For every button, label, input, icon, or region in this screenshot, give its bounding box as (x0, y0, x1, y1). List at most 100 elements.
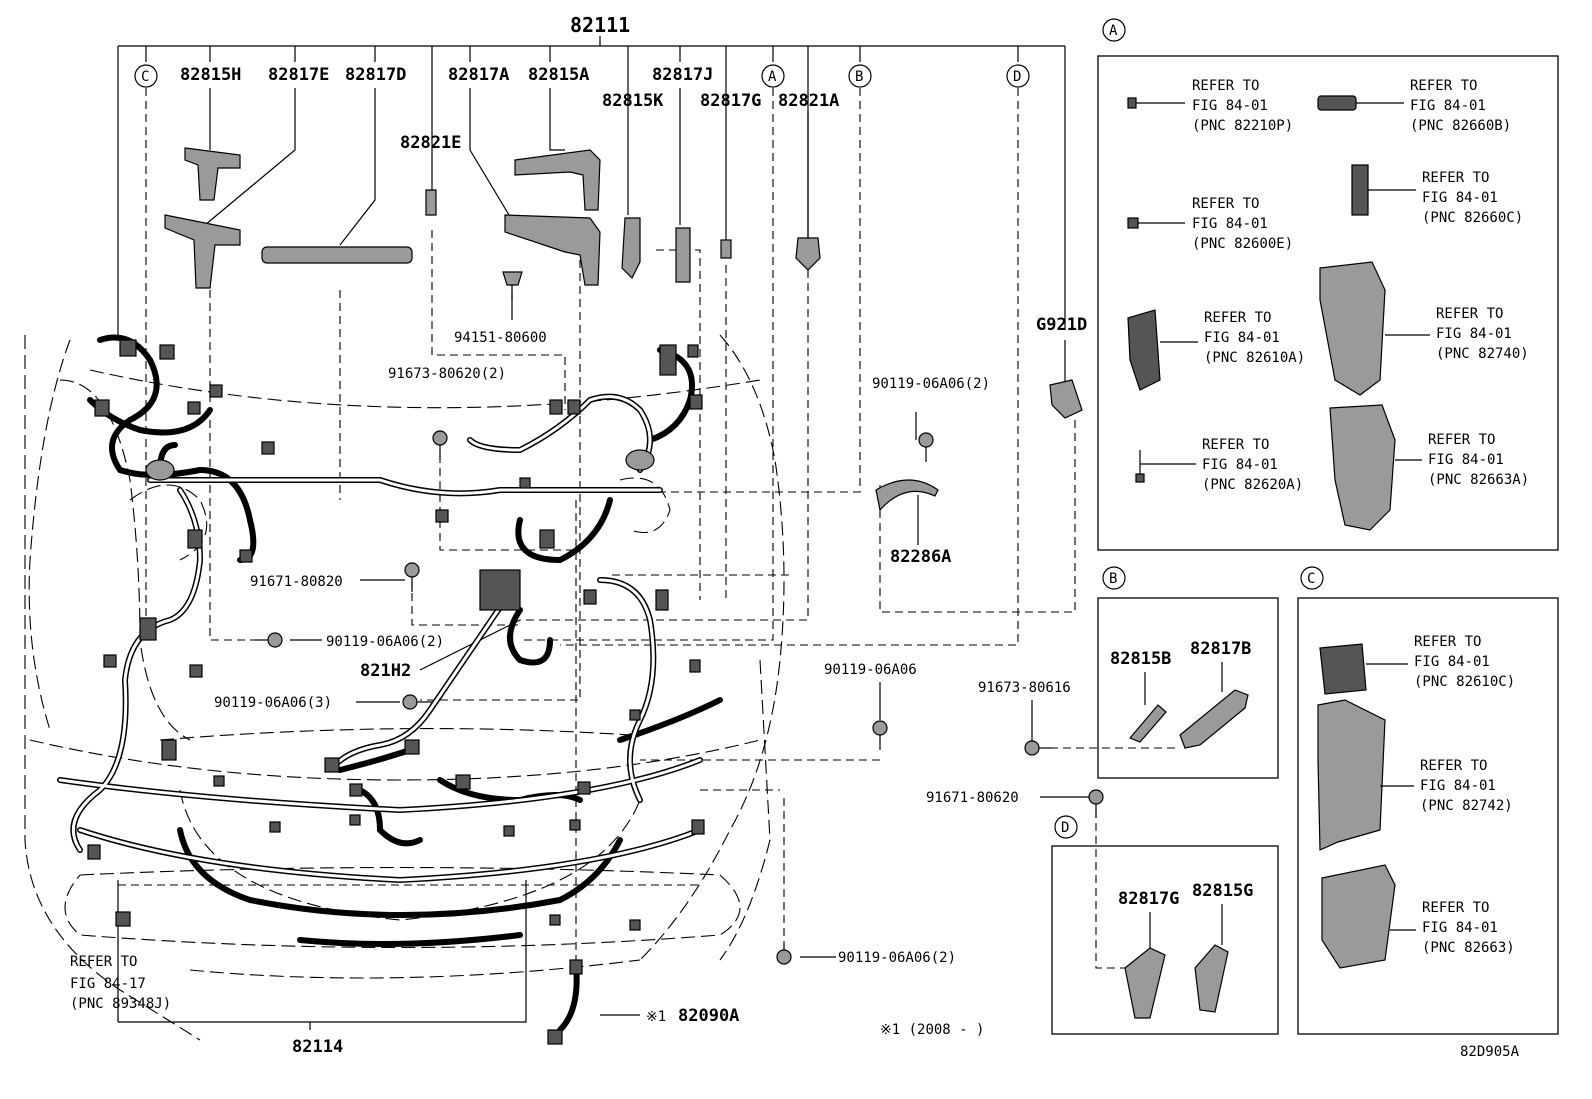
panel-C-ref1-l2: FIG 84-01 (1420, 778, 1496, 794)
refer-bottom-line1: REFER TO (70, 954, 137, 970)
label-91671-80820: 91671-80820 (250, 574, 343, 590)
label-91673-80616: 91673-80616 (978, 680, 1071, 696)
label-90119-06A06-2-bot: 90119-06A06(2) (838, 950, 956, 966)
part-G921D (1049, 379, 1083, 419)
panel-A-ref0-l2: FIG 84-01 (1192, 98, 1268, 114)
bolt-94151-80600 (502, 271, 523, 300)
panel-C: C REFER TO FIG 84-01 (PNC 82610C) REFER … (1297, 566, 1559, 1035)
label-G921D: G921D (1036, 315, 1087, 335)
panel-A-ref6-l2: FIG 84-01 (1202, 457, 1278, 473)
panel-A-ref7-l3: (PNC 82663A) (1428, 472, 1529, 488)
part-82817G (720, 239, 732, 259)
panel-D: D 82817G 82815G (1051, 815, 1279, 1035)
bolt-90119-bot (776, 945, 792, 965)
panel-A-ref6-l3: (PNC 82620A) (1202, 477, 1303, 493)
panel-A-ref3-l1: REFER TO (1422, 170, 1489, 186)
callout-A-main: A (768, 69, 777, 85)
panel-A-ref7-l2: FIG 84-01 (1428, 452, 1504, 468)
figure-code: 82D905A (1460, 1044, 1520, 1060)
panel-C-ref0-l1: REFER TO (1414, 634, 1481, 650)
panel-A-ref6-l1: REFER TO (1202, 437, 1269, 453)
label-91673-80620-2: 91673-80620(2) (388, 366, 506, 382)
label-82111: 82111 (570, 13, 630, 37)
panel-A-ref5-l2: FIG 84-01 (1436, 326, 1512, 342)
label-90119-06A06-2-mid: 90119-06A06(2) (326, 634, 444, 650)
part-82817A (504, 214, 601, 286)
bolt-90119-3 (402, 694, 432, 710)
part-82821A (795, 237, 821, 271)
bolt-90119-single (872, 720, 888, 750)
panel-B-82815B: 82815B (1110, 649, 1171, 669)
label-82821E: 82821E (400, 133, 461, 153)
harness-connectors (87, 339, 705, 1045)
part-82817J (675, 227, 691, 283)
label-94151-80600: 94151-80600 (454, 330, 547, 346)
panel-A-ref4-l2: FIG 84-01 (1204, 330, 1280, 346)
panel-A-ref4-l3: (PNC 82610A) (1204, 350, 1305, 366)
panel-D-82815G: 82815G (1192, 881, 1253, 901)
panel-D-title: D (1061, 820, 1069, 836)
panel-C-ref2-l1: REFER TO (1422, 900, 1489, 916)
callout-B-main: B (855, 69, 863, 85)
part-82815K (621, 217, 641, 280)
bolt-90119-top (918, 432, 934, 462)
label-82090A-mark: ※1 (646, 1009, 666, 1025)
panel-A: A REFER TO FIG 84-01 (PNC 82210P) REFER … (1097, 18, 1559, 551)
top-part-labels: 82815H 82817E 82817D 82817A 82815A 82817… (70, 65, 1520, 1060)
bolt-91673-80620 (432, 430, 448, 460)
part-82286A (875, 479, 939, 512)
panel-C-ref0-l3: (PNC 82610C) (1414, 674, 1515, 690)
part-82815A (514, 149, 601, 211)
callout-circles: C A B D (134, 64, 1030, 88)
label-82286A: 82286A (890, 547, 951, 567)
bolt-91671-80820 (404, 562, 420, 592)
panel-A-title: A (1109, 23, 1118, 39)
panel-D-82817G: 82817G (1118, 889, 1179, 909)
panel-C-ref2-l2: FIG 84-01 (1422, 920, 1498, 936)
panel-C-title: C (1307, 571, 1315, 587)
leader-lines (117, 88, 1090, 1030)
callout-C-main: C (141, 69, 149, 85)
panel-C-ref1-l3: (PNC 82742) (1420, 798, 1513, 814)
panel-A-ref3-l2: FIG 84-01 (1422, 190, 1498, 206)
dashed-connectors (118, 88, 1180, 969)
panel-A-ref0-l1: REFER TO (1192, 78, 1259, 94)
label-91671-80620: 91671-80620 (926, 790, 1019, 806)
label-90119-06A06: 90119-06A06 (824, 662, 917, 678)
part-82815H (184, 147, 241, 201)
panel-B: B 82815B 82817B (1097, 566, 1279, 779)
label-82821A: 82821A (778, 91, 839, 111)
part-82817E (164, 214, 241, 289)
label-82817A: 82817A (448, 65, 509, 85)
bolt-91671-80620 (1088, 789, 1104, 818)
panel-C-ref2-l3: (PNC 82663) (1422, 940, 1515, 956)
refer-bottom-line3: (PNC 89348J) (70, 996, 171, 1012)
callout-D-main: D (1013, 69, 1021, 85)
bolt-90119-mid (255, 632, 283, 648)
label-82815K: 82815K (602, 91, 664, 111)
refer-bottom-line2: FIG 84-17 (70, 976, 146, 992)
panel-A-ref1-l1: REFER TO (1410, 78, 1477, 94)
panel-A-ref2-l1: REFER TO (1192, 196, 1259, 212)
panel-A-ref2-l2: FIG 84-01 (1192, 216, 1268, 232)
panel-C-ref1-l1: REFER TO (1420, 758, 1487, 774)
wire-harness (57, 334, 723, 1033)
label-82817E: 82817E (268, 65, 329, 85)
main-assembly-bracket: 82111 (117, 13, 1066, 340)
vehicle-body-outline (24, 334, 785, 1041)
panel-A-ref7-l1: REFER TO (1428, 432, 1495, 448)
label-82817G-top: 82817G (700, 91, 761, 111)
panel-B-82817B: 82817B (1190, 639, 1251, 659)
panel-A-ref1-l2: FIG 84-01 (1410, 98, 1486, 114)
panel-A-ref5-l1: REFER TO (1436, 306, 1503, 322)
label-82817D: 82817D (345, 65, 406, 85)
part-82821E-stud (425, 189, 437, 216)
harness-821H2 (324, 569, 521, 773)
panel-B-title: B (1109, 571, 1117, 587)
fasteners (255, 271, 1104, 965)
label-90119-06A06-3: 90119-06A06(3) (214, 695, 332, 711)
label-82090A: 82090A (678, 1006, 739, 1026)
panel-C-ref0-l2: FIG 84-01 (1414, 654, 1490, 670)
panel-A-ref1-l3: (PNC 82660B) (1410, 118, 1511, 134)
label-82114: 82114 (292, 1037, 343, 1057)
